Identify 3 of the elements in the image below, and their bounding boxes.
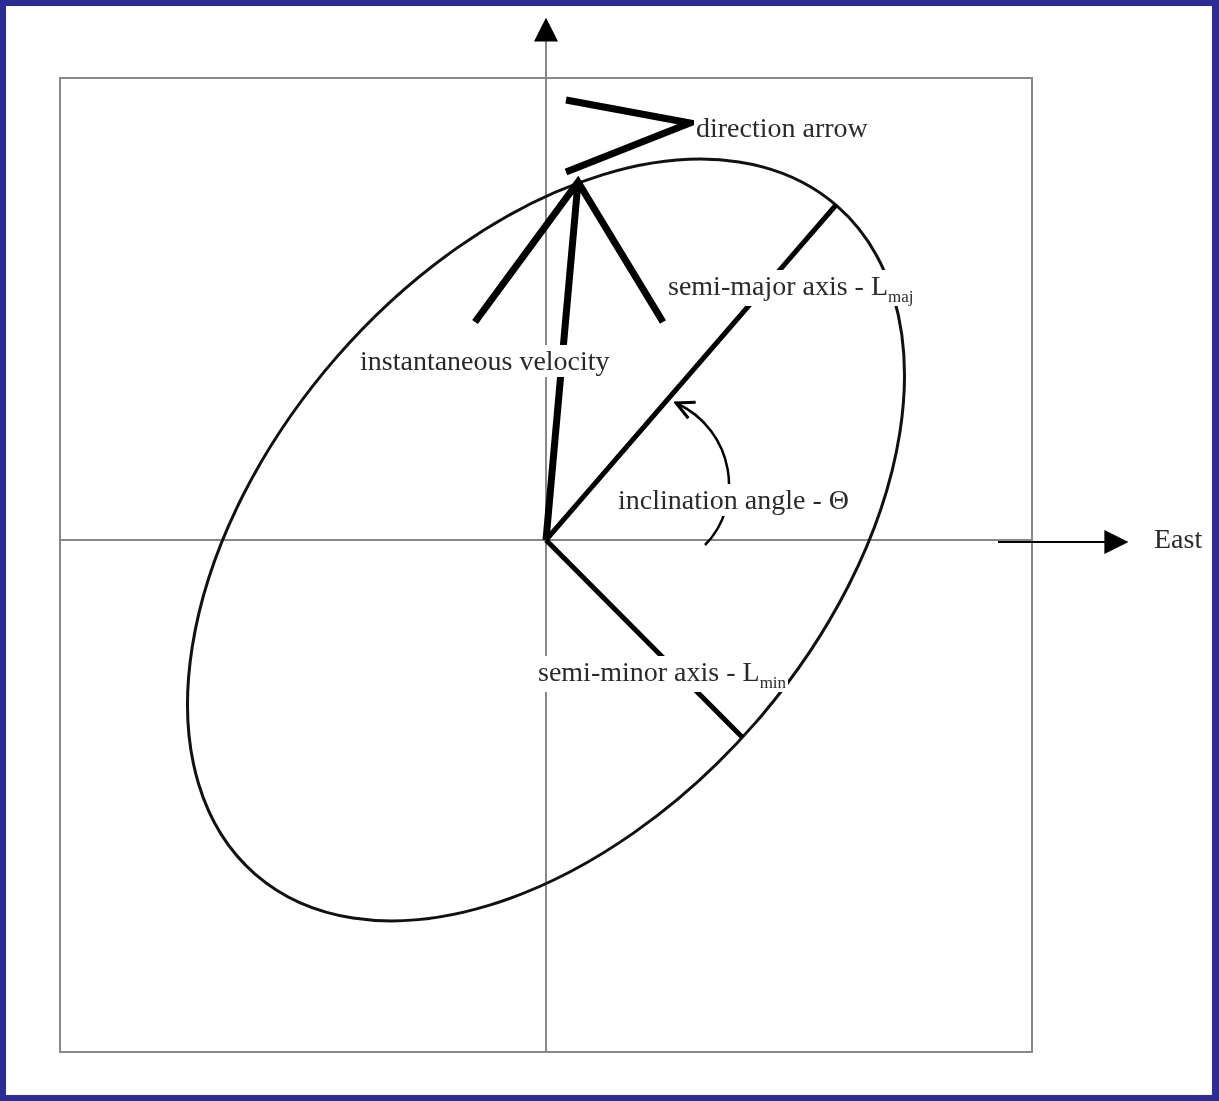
annotation-label: instantaneous velocity: [358, 345, 612, 378]
annotation-label: semi-minor axis - L$_{min}$: [536, 656, 789, 693]
annotation-label: inclination angle - Θ: [616, 484, 851, 517]
